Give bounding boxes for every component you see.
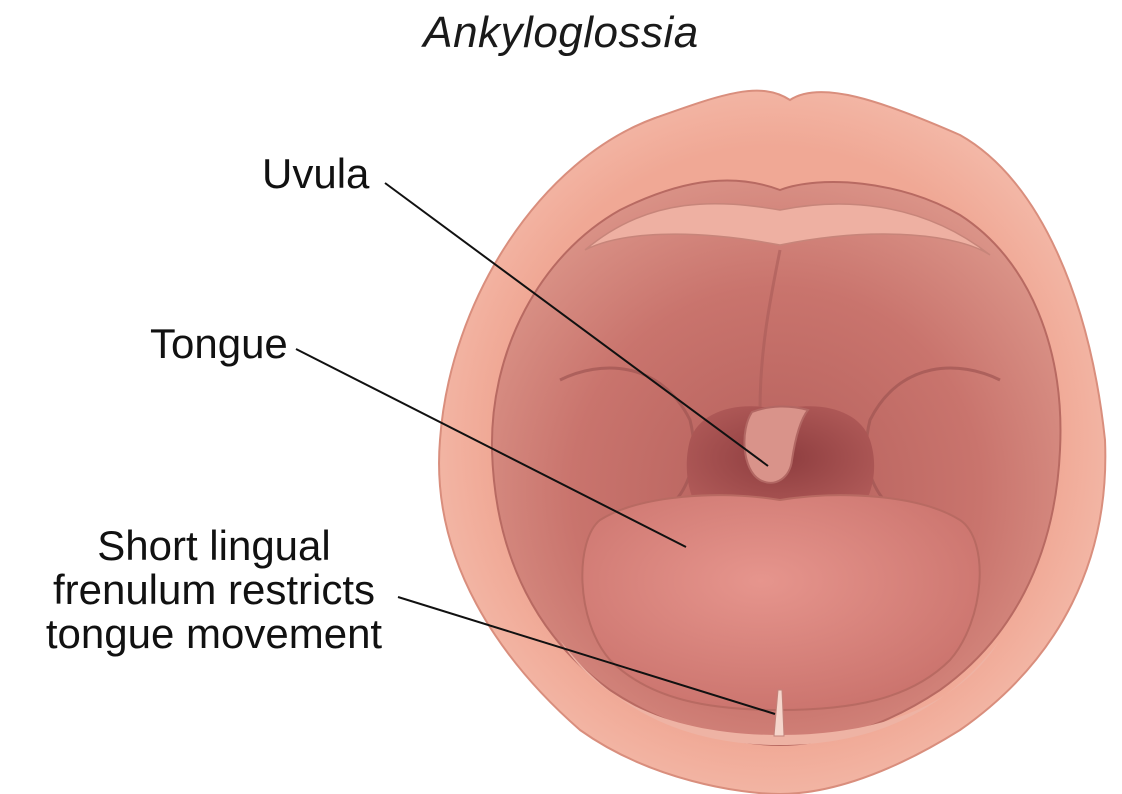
uvula-label: Uvula [262,152,369,196]
frenulum-label-line-3: tongue movement [14,612,414,656]
tongue [582,495,979,710]
frenulum-label-line-2: frenulum restricts [14,568,414,612]
frenulum-label-line-1: Short lingual [14,524,414,568]
tongue-label: Tongue [150,322,288,366]
frenulum-label: Short lingual frenulum restricts tongue … [14,524,414,656]
